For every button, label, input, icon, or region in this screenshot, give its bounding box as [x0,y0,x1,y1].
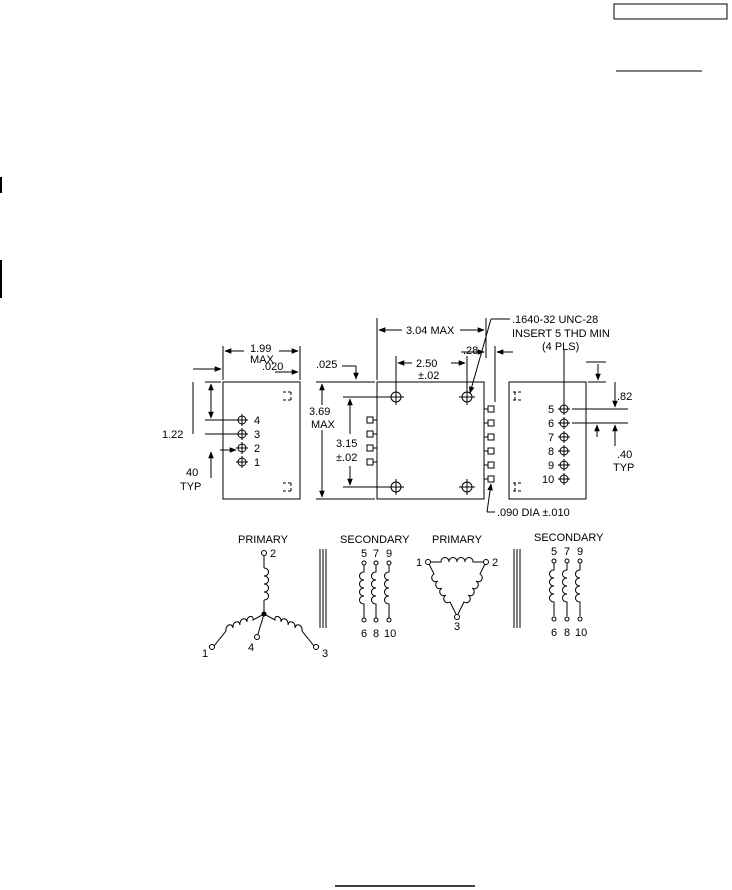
delta-secondary-label: SECONDARY [534,532,604,544]
right-pin-label: 5 [548,404,554,416]
left-pin-label: 3 [254,429,260,441]
insert-callout-line-1: .1640-32 UNC-28 [512,314,598,326]
front-body [376,381,485,500]
wye-secondary-label: SECONDARY [340,534,410,546]
wye-pin-neutral: 4 [248,642,254,654]
dim-overall-width: 3.04 MAX [406,325,455,337]
left-pin-label: 1 [254,457,260,469]
insert-callout-line-3: (4 PLS) [542,341,579,353]
front-terminals-left [366,416,377,466]
dim-pin-pitch-right: .40 [617,449,632,461]
delta-primary-label: PRIMARY [432,534,483,546]
right-pin-label: 6 [548,418,554,430]
delta-sec-bottom: 10 [575,627,587,639]
header-box [613,3,728,20]
dim-height: 3.69 [309,406,330,418]
dim-side-width: 1.99 [250,343,271,355]
dim-side-offset: .020 [262,361,283,373]
right-pin-label: 10 [542,474,554,486]
left-pins: 4 3 2 1 [236,414,260,469]
left-body [222,381,301,500]
right-pin-label: 8 [548,446,554,458]
delta-pin-left: 1 [416,557,422,569]
wye-pin-right: 3 [322,648,328,660]
front-terminals-right [484,405,495,483]
delta-pin-bottom: 3 [454,621,460,633]
dim-pin-spacing-left-unit: 40 [186,467,198,479]
dim-side-width-unit: MAX [250,354,275,366]
delta-sec-top: 5 [551,546,557,558]
dim-pin-dia: .090 DIA ±.010 [497,507,570,519]
dim-hole-spacing-v-tol: ±.02 [336,452,357,464]
mounting-holes [388,389,475,495]
dim-pin-pitch-right-typ: TYP [613,462,634,474]
dim-hole-spacing-h: 2.50 [416,358,437,370]
dim-hole-spacing-h-tol: ±.02 [418,370,439,382]
wye-primary-label: PRIMARY [238,534,289,546]
wye-sec-top: 7 [373,548,379,560]
left-side-view: 4 3 2 1 1.99 MAX .020 1.22 40 TYP [162,343,301,500]
delta-schematic: PRIMARY 1 2 3 SECONDARY 5 7 9 6 8 10 [416,532,604,639]
right-body [508,381,587,500]
wye-sec-top: 9 [386,548,392,560]
dim-height-unit: MAX [311,419,336,431]
dim-edge-offset: .28 [463,345,478,357]
delta-sec-bottom: 6 [551,627,557,639]
delta-sec-top: 9 [577,546,583,558]
dim-top-offset: .025 [316,359,337,371]
right-pins: 5 6 7 8 9 10 [542,350,570,486]
wye-schematic: PRIMARY 2 1 3 4 SECONDARY 5 7 9 6 8 [202,534,410,660]
right-side-view: 5 6 7 8 9 10 .82 .40 TYP [508,350,634,500]
wye-sec-bottom: 8 [373,628,379,640]
delta-pin-right: 2 [492,557,498,569]
dim-pin-spacing-left: 1.22 [162,429,183,441]
wye-sec-top: 5 [361,548,367,560]
right-pin-label: 9 [548,460,554,472]
insert-callout-line-2: INSERT 5 THD MIN [512,328,610,340]
wye-pin-top: 2 [270,548,276,560]
dim-pin-spacing-left-typ: TYP [180,481,201,493]
wye-sec-bottom: 10 [384,628,396,640]
right-pin-label: 7 [548,432,554,444]
front-view: 3.04 MAX .28 2.50 ±.02 .025 3.69 MAX 3.1… [309,314,610,519]
wye-sec-bottom: 6 [361,628,367,640]
delta-sec-bottom: 8 [564,627,570,639]
wye-pin-left: 1 [202,648,208,660]
left-pin-label: 2 [254,443,260,455]
dim-hole-spacing-v: 3.15 [336,438,357,450]
left-pin-label: 4 [254,415,260,427]
delta-sec-top: 7 [564,546,570,558]
dim-pin-offset-right: .82 [617,391,632,403]
